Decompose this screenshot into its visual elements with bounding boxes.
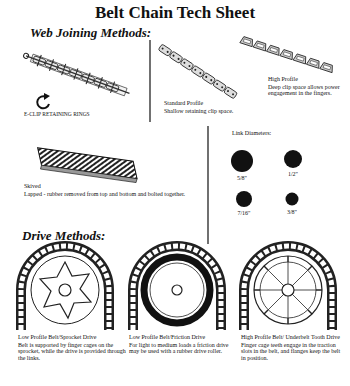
drive-name: Low Profile Belt/Friction Drive xyxy=(129,334,233,341)
part-label: E-CLIP RETAINING RINGS xyxy=(24,111,144,117)
section-heading: Web Joining Methods: xyxy=(30,26,151,41)
note: Deep clip space allows power engagement … xyxy=(268,84,346,98)
dimension: 5/8" xyxy=(230,175,254,182)
section-heading: Drive Methods: xyxy=(22,229,105,244)
standard-profile-chain xyxy=(158,44,237,99)
profile-name: High Profile xyxy=(268,76,346,83)
eclip-chain xyxy=(22,49,132,99)
friction-drive xyxy=(133,246,221,330)
profile-name: Standard Profile xyxy=(164,100,246,107)
link-circle xyxy=(284,150,302,168)
link-circle xyxy=(231,150,253,172)
skived-belt xyxy=(33,138,141,192)
sheet-title: Belt Chain Tech Sheet xyxy=(0,3,350,23)
divider xyxy=(207,126,208,244)
dimension: 3/8" xyxy=(280,209,304,216)
note: Lapped - rubber removed from top and bot… xyxy=(24,191,202,198)
tooth-drive xyxy=(244,246,332,330)
note: Belt is supported by finger cages on the… xyxy=(18,342,126,363)
dimension: 7/16" xyxy=(232,210,256,217)
note: Shallow retaining clip space. xyxy=(164,108,246,115)
link-circle xyxy=(236,191,252,207)
dimension: 1/2" xyxy=(281,171,305,178)
sprocket-drive xyxy=(21,246,109,330)
rotation-arrow xyxy=(37,93,50,108)
note: For light to medium loads a friction dri… xyxy=(129,342,233,356)
drive-name: High Profile Belt/ Underbelt Tooth Drive xyxy=(241,334,343,341)
section-label: Link Diameters: xyxy=(232,130,332,137)
note: Finger cage teeth engage in the traction… xyxy=(241,342,343,363)
link-circle xyxy=(286,193,299,206)
high-profile-chain xyxy=(240,36,334,73)
joint-name: Skived xyxy=(24,183,174,190)
divider xyxy=(149,40,150,122)
drive-name: Low Profile Belt/Sprocket Drive xyxy=(18,334,126,341)
